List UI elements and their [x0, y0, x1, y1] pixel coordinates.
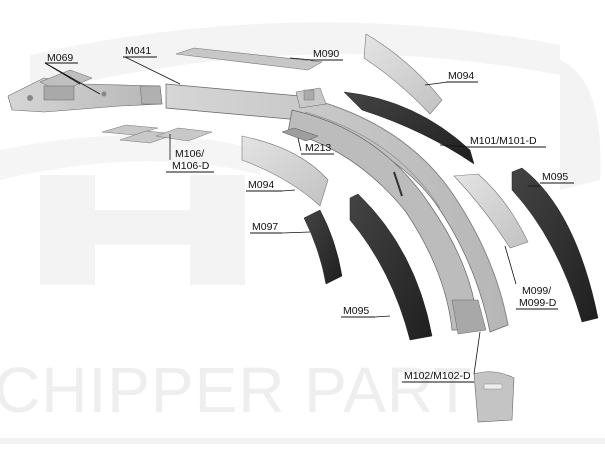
watermark: CHIPPER PART: [0, 22, 605, 444]
label-m090: M090: [313, 48, 339, 60]
part-m106-plates: [101, 124, 213, 144]
part-m094-mid-plate: [241, 135, 329, 207]
label-m101: M101/M101-D: [470, 135, 537, 147]
label-m095-right: M095: [542, 171, 568, 183]
label-m095-bottom: M095: [343, 305, 369, 317]
label-m099-line2: M099-D: [519, 297, 557, 309]
part-m094-top-plate: [363, 33, 443, 115]
label-m094-mid: M094: [248, 179, 274, 191]
label-m041: M041: [125, 45, 151, 57]
part-m097-plate: [303, 209, 343, 285]
part-m069-bracket: [7, 69, 163, 113]
label-m102: M102/M102-D: [404, 370, 471, 382]
label-m094-top: M094: [448, 70, 474, 82]
label-m106-line1: M106/: [175, 148, 204, 160]
part-curved-chute: [287, 109, 487, 335]
part-m102-plate: [473, 371, 515, 423]
label-m213: M213: [305, 142, 331, 154]
leader-lines: [44, 56, 540, 375]
part-m101-plate: [343, 91, 475, 165]
part-m090-strip: [175, 47, 323, 71]
label-m069: M069: [47, 52, 73, 64]
label-m099-line1: M099/: [522, 285, 551, 297]
label-m106-line2: M106-D: [172, 160, 210, 172]
part-labels: M069 M041 M090 M094 M101/M101-D M106/ M1…: [45, 45, 574, 383]
watermark-text: CHIPPER PART: [0, 354, 473, 426]
part-m099-plate: [453, 173, 529, 249]
part-m095-right-plate: [511, 167, 599, 323]
label-m097: M097: [252, 221, 278, 233]
part-m095-lower-plate: [349, 193, 433, 341]
